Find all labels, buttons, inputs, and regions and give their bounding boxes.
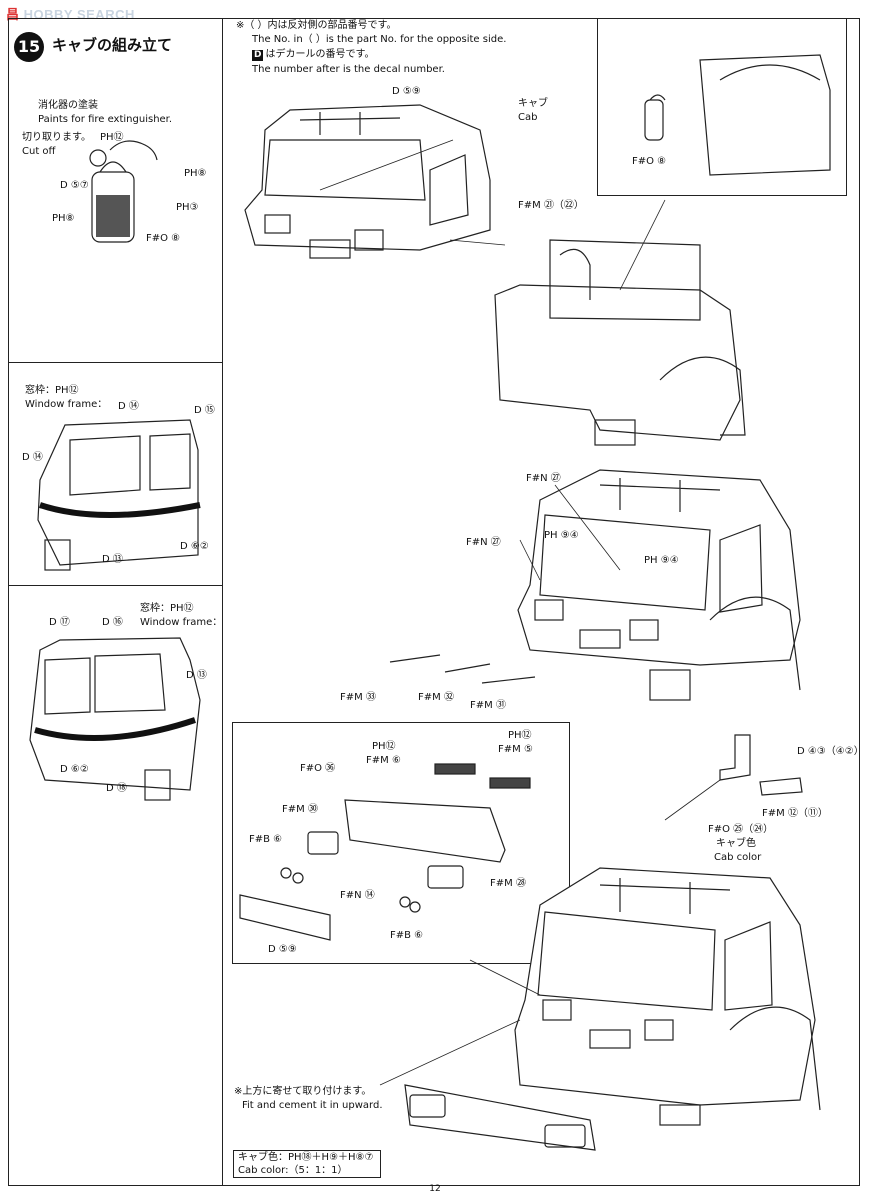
cut-off-en: Cut off [22, 146, 56, 157]
side1-window-frame-jp: 窓枠：PH⑫ [25, 385, 79, 396]
side2-window-frame-jp: 窓枠：PH⑫ [140, 603, 194, 614]
side1-decal-13: D ⑬ [102, 554, 123, 565]
mid-ph94-a: PH ⑨④ [544, 530, 579, 541]
side1-decal-b: D ⑮ [194, 405, 215, 416]
bumper-fb6-a: F#B ⑥ [249, 834, 283, 845]
bottom-note-en: Fit and cement it in upward. [242, 1100, 383, 1111]
side1-decal-c: D ⑭ [22, 452, 43, 463]
page-border [8, 18, 860, 1186]
bumper-fm28: F#M ㉘ [490, 878, 526, 889]
inset-drawing [644, 54, 831, 176]
bumper-fo36: F#O ㊱ [300, 763, 336, 774]
side2-decal-62: D ⑥② [60, 764, 89, 775]
cab-color-label-jp: キャブ色 [716, 838, 756, 849]
mid-ph94-b: PH ⑨④ [644, 555, 679, 566]
mudguard-drawing [719, 734, 803, 796]
decal-mark: D [252, 50, 264, 61]
bumper-ph12-a: PH⑫ [372, 741, 396, 752]
cab-color-mix-jp: キャブ色：PH⑱＋H⑨＋H⑧⑦ [238, 1152, 374, 1163]
bottom-note-jp: ※上方に寄せて取り付けます。 [234, 1086, 372, 1097]
side2-decal-17: D ⑰ [49, 617, 70, 628]
mid-decal-43: D ④③（④②） [797, 746, 864, 757]
extinguisher-ph3: PH③ [176, 202, 199, 213]
cab-label-jp: キャブ [518, 98, 548, 109]
bumper-ph12-b: PH⑫ [508, 730, 532, 741]
bumper-fn14: F#N ⑭ [340, 890, 375, 901]
note-decal-en: The number after is the decal number. [252, 64, 445, 75]
extinguisher-drawing [89, 140, 158, 243]
top-fm21: F#M ㉑（㉒） [518, 200, 584, 211]
section-divider-2 [8, 585, 222, 586]
top-decal-59: D ⑤⑨ [392, 86, 421, 97]
side2-decal-16: D ⑯ [102, 617, 123, 628]
side2-decal-18: D ⑱ [106, 783, 127, 794]
cab-color-mix-en: Cab color:（5：1：1） [238, 1165, 348, 1176]
leader-lines [319, 139, 721, 1086]
step-title: キャブの組み立て [52, 36, 173, 54]
extinguisher-title-jp: 消化器の塗装 [38, 100, 98, 111]
extinguisher-d57: D ⑤⑦ [60, 180, 89, 191]
side2-decal-13: D ⑬ [186, 670, 207, 681]
bumper-fm6: F#M ⑥ [366, 755, 401, 766]
side-view-2-drawing [29, 637, 201, 801]
side1-window-frame-en: Window frame： [25, 399, 108, 410]
note-parentheses-en: The No. in（ ）is the part No. for the opp… [252, 34, 507, 45]
mid-fn27-a: F#N ㉗ [526, 473, 561, 484]
inset-fo8: F#O ⑧ [632, 156, 667, 167]
step-number-badge: 15 [14, 32, 44, 62]
bottom-cab-drawing [404, 867, 821, 1151]
mid-fm33: F#M ㉝ [340, 692, 376, 703]
bumper-fm30: F#M ㉚ [282, 804, 318, 815]
mid-fo25: F#O ㉕（㉔） [708, 824, 774, 835]
side2-window-frame-en: Window frame： [140, 617, 223, 628]
bumper-parts-drawing [239, 763, 531, 941]
cab-label-en: Cab [518, 112, 538, 123]
inset-detail-box [597, 18, 847, 196]
side1-decal-a: D ⑭ [118, 401, 139, 412]
cab-color-mix-box [233, 1150, 381, 1178]
cut-off-jp: 切り取ります。 [22, 132, 91, 143]
mid-fm32: F#M ㉜ [418, 692, 454, 703]
extinguisher-ph8-b: PH⑧ [52, 213, 75, 224]
mid-fn27-b: F#N ㉗ [466, 537, 501, 548]
top-cab-drawing [244, 104, 491, 259]
page-number: 12 [429, 1184, 441, 1194]
extinguisher-ph12: PH⑫ [100, 132, 124, 143]
extinguisher-fo8: F#O ⑧ [146, 233, 181, 244]
note-parentheses-jp: ※（ ）内は反対側の部品番号です。 [236, 20, 397, 31]
mid-cab-drawing [389, 469, 801, 701]
cab-color-label-en: Cab color [714, 852, 762, 863]
bumper-fm5: F#M ⑤ [498, 744, 533, 755]
side-view-1-drawing [37, 419, 201, 571]
side1-decal-62: D ⑥② [180, 541, 209, 552]
mid-fm31: F#M ㉛ [470, 700, 506, 711]
bumper-detail-box [232, 722, 570, 964]
bumper-decal-59: D ⑤⑨ [268, 944, 297, 955]
left-column-divider [222, 18, 223, 1186]
extinguisher-title-en: Paints for fire extinguisher. [38, 114, 173, 125]
section-divider-1 [8, 362, 222, 363]
mid-fm12: F#M ⑫（⑪） [762, 808, 828, 819]
bumper-fb6-b: F#B ⑥ [390, 930, 424, 941]
chassis-drawing [494, 239, 746, 446]
extinguisher-ph8-a: PH⑧ [184, 168, 207, 179]
